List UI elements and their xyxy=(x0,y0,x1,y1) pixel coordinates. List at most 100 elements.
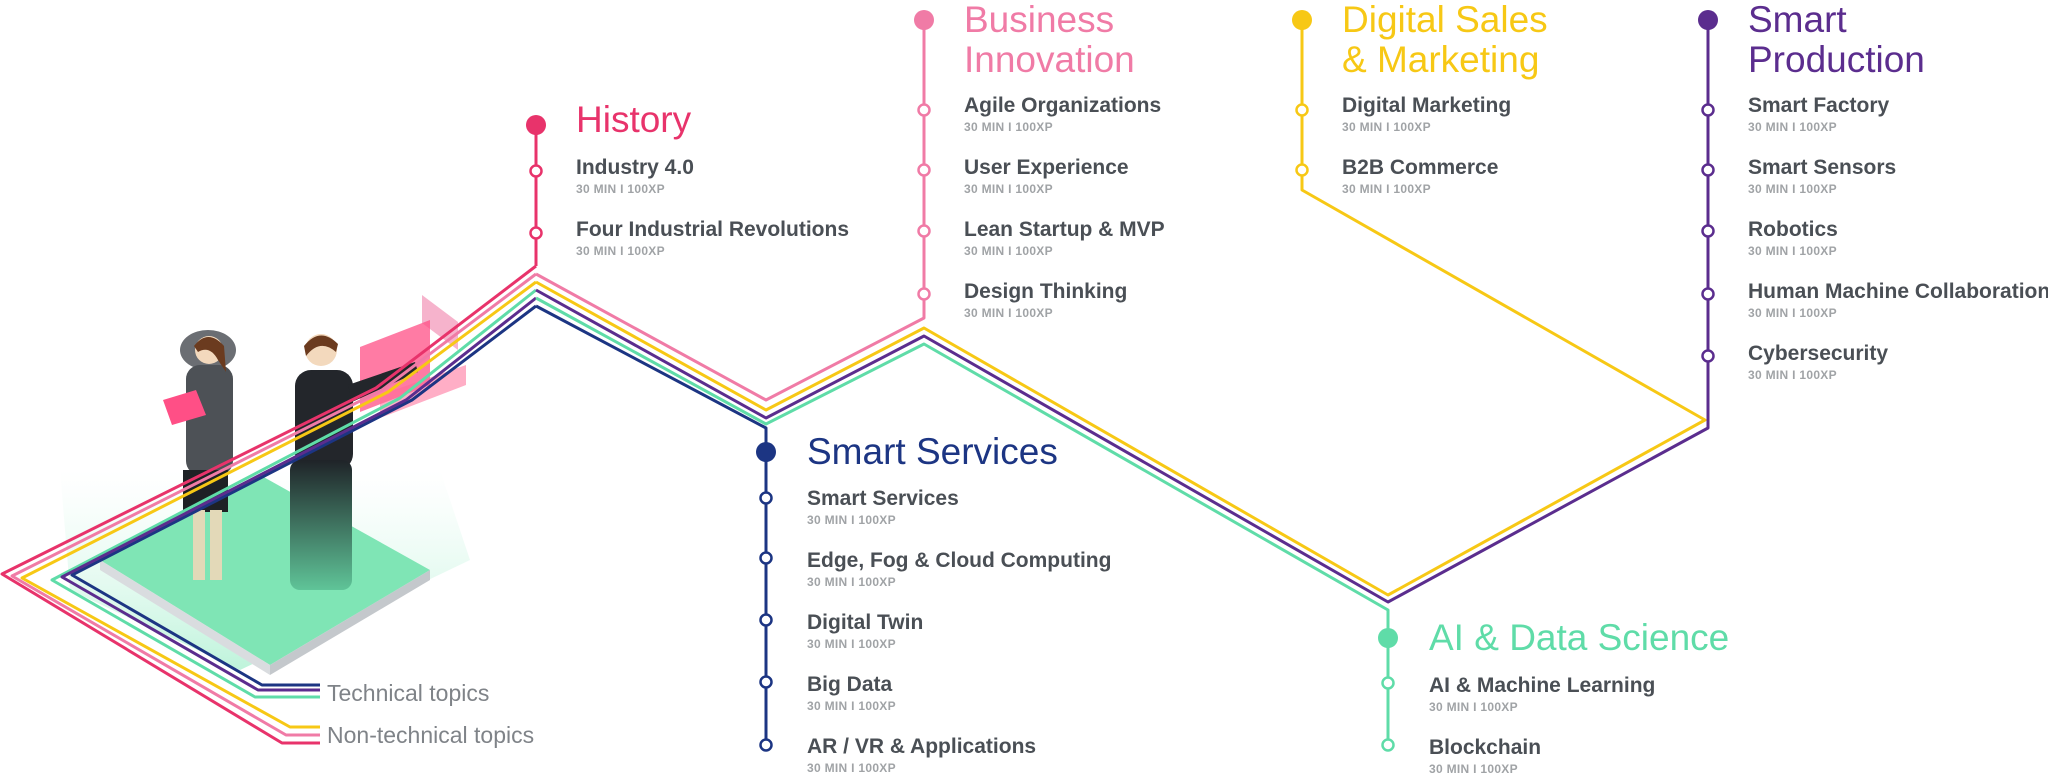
path-line-history xyxy=(0,264,537,745)
group-node-marker xyxy=(526,115,546,135)
topic-name: Robotics xyxy=(1748,218,1838,241)
path-line-smart-production xyxy=(60,296,537,692)
group-node-marker xyxy=(914,10,934,30)
legend-non-technical-label: Non-technical topics xyxy=(327,722,535,748)
topic-meta: 30 MIN I 100XP xyxy=(1748,306,1837,320)
topic-item[interactable]: Edge, Fog & Cloud Computing 30 MIN I 100… xyxy=(807,549,1111,590)
topic-meta: 30 MIN I 100XP xyxy=(1748,368,1837,382)
group-node-marker xyxy=(1292,10,1312,30)
group-title: Digital Sales & Marketing xyxy=(1342,0,1548,80)
topic-node-marker xyxy=(1701,163,1715,177)
topic-name: Blockchain xyxy=(1429,736,1542,759)
path-line-business-innovation xyxy=(535,20,926,402)
topic-node-marker xyxy=(759,491,773,505)
group-node-marker xyxy=(1698,10,1718,30)
group-node-marker xyxy=(756,442,776,462)
topic-item[interactable]: Cybersecurity 30 MIN I 100XP xyxy=(1748,342,1888,383)
topic-item[interactable]: Smart Services 30 MIN I 100XP xyxy=(807,487,959,528)
topic-name: User Experience xyxy=(964,156,1129,179)
topic-name: Smart Factory xyxy=(1748,94,1890,117)
group-title-line: Production xyxy=(1748,39,1925,80)
topic-node-marker xyxy=(1701,287,1715,301)
topic-item[interactable]: Four Industrial Revolutions 30 MIN I 100… xyxy=(576,218,849,259)
path-line-smart-services xyxy=(535,304,768,750)
topic-meta: 30 MIN I 100XP xyxy=(1748,244,1837,258)
topic-node-marker xyxy=(759,613,773,627)
legend-technical-label: Technical topics xyxy=(327,680,490,706)
path-line-digital-sales xyxy=(535,20,1707,597)
topic-item[interactable]: Digital Twin 30 MIN I 100XP xyxy=(807,611,923,652)
group-smart-production: Smart Production Smart Factory 30 MIN I … xyxy=(1748,0,2048,382)
topic-item[interactable]: B2B Commerce 30 MIN I 100XP xyxy=(1342,156,1498,197)
topic-meta: 30 MIN I 100XP xyxy=(807,699,896,713)
topic-item[interactable]: Lean Startup & MVP 30 MIN I 100XP xyxy=(964,218,1165,259)
topic-node-marker xyxy=(917,163,931,177)
group-title-line: Smart xyxy=(1748,0,1847,40)
topic-item[interactable]: User Experience 30 MIN I 100XP xyxy=(964,156,1129,197)
topic-item[interactable]: Industry 4.0 30 MIN I 100XP xyxy=(576,156,694,197)
topic-item[interactable]: Human Machine Collaboration 30 MIN I 100… xyxy=(1748,280,2048,321)
path-line-ai-data xyxy=(535,296,1390,750)
path-line-digital-sales xyxy=(20,280,537,729)
topic-name: Digital Twin xyxy=(807,611,924,634)
topic-name: Digital Marketing xyxy=(1342,94,1512,117)
group-title-line: Digital Sales xyxy=(1342,0,1548,40)
path-line-ai-data xyxy=(50,288,537,699)
topic-item[interactable]: Big Data 30 MIN I 100XP xyxy=(807,673,896,714)
topic-meta: 30 MIN I 100XP xyxy=(576,182,665,196)
group-digital-sales-marketing: Digital Sales & Marketing Digital Market… xyxy=(1342,0,1548,196)
topic-node-marker xyxy=(759,675,773,689)
topic-name: Design Thinking xyxy=(964,280,1128,303)
topic-node-marker xyxy=(917,287,931,301)
topic-name: Big Data xyxy=(807,673,893,696)
topic-meta: 30 MIN I 100XP xyxy=(964,244,1053,258)
group-title: AI & Data Science xyxy=(1429,618,1729,658)
topic-name: Human Machine Collaboration xyxy=(1748,280,2048,303)
group-title: Smart Services xyxy=(807,432,1058,472)
topic-item[interactable]: Smart Factory 30 MIN I 100XP xyxy=(1748,94,1889,135)
topic-name: B2B Commerce xyxy=(1342,156,1499,179)
group-smart-services: Smart Services Smart Services 30 MIN I 1… xyxy=(807,432,1111,776)
path-line-smart-services xyxy=(70,304,537,687)
topic-name: Edge, Fog & Cloud Computing xyxy=(807,549,1112,572)
topic-node-marker xyxy=(1381,738,1395,752)
group-title-line: History xyxy=(576,99,692,140)
group-ai-data-science: AI & Data Science AI & Machine Learning … xyxy=(1429,618,1729,777)
topic-meta: 30 MIN I 100XP xyxy=(1429,700,1518,714)
group-title-line: Innovation xyxy=(964,39,1135,80)
group-title-line: Business xyxy=(964,0,1115,40)
topic-meta: 30 MIN I 100XP xyxy=(1748,182,1837,196)
topic-name: Smart Sensors xyxy=(1748,156,1897,179)
topic-meta: 30 MIN I 100XP xyxy=(1748,120,1837,134)
topic-meta: 30 MIN I 100XP xyxy=(1342,182,1431,196)
group-node-marker xyxy=(1378,628,1398,648)
topic-item[interactable]: AR / VR & Applications 30 MIN I 100XP xyxy=(807,735,1036,776)
two-people-presenting-illustration xyxy=(60,295,470,675)
topic-meta: 30 MIN I 100XP xyxy=(964,306,1053,320)
topic-node-marker xyxy=(1381,676,1395,690)
topic-item[interactable]: Blockchain 30 MIN I 100XP xyxy=(1429,736,1541,777)
topic-meta: 30 MIN I 100XP xyxy=(807,637,896,651)
topic-name: AR / VR & Applications xyxy=(807,735,1037,758)
topic-name: AI & Machine Learning xyxy=(1429,674,1656,697)
topic-item[interactable]: Design Thinking 30 MIN I 100XP xyxy=(964,280,1127,321)
topic-node-marker xyxy=(1295,103,1309,117)
group-title: Smart Production xyxy=(1748,0,1925,80)
topic-item[interactable]: AI & Machine Learning 30 MIN I 100XP xyxy=(1429,674,1655,715)
group-business-innovation: Business Innovation Agile Organizations … xyxy=(964,0,1165,320)
group-history: History Industry 4.0 30 MIN I 100XP Four… xyxy=(576,100,849,259)
topic-name: Agile Organizations xyxy=(964,94,1162,117)
topic-item[interactable]: Robotics 30 MIN I 100XP xyxy=(1748,218,1838,259)
topic-item[interactable]: Smart Sensors 30 MIN I 100XP xyxy=(1748,156,1896,197)
topic-item[interactable]: Digital Marketing 30 MIN I 100XP xyxy=(1342,94,1511,135)
topic-item[interactable]: Agile Organizations 30 MIN I 100XP xyxy=(964,94,1161,135)
topic-name: Lean Startup & MVP xyxy=(964,218,1165,241)
topic-node-marker xyxy=(917,103,931,117)
topic-name: Cybersecurity xyxy=(1748,342,1889,365)
group-title: History xyxy=(576,100,691,140)
topic-meta: 30 MIN I 100XP xyxy=(964,182,1053,196)
topic-name: Industry 4.0 xyxy=(576,156,694,179)
topic-node-marker xyxy=(759,551,773,565)
topic-name: Four Industrial Revolutions xyxy=(576,218,850,241)
